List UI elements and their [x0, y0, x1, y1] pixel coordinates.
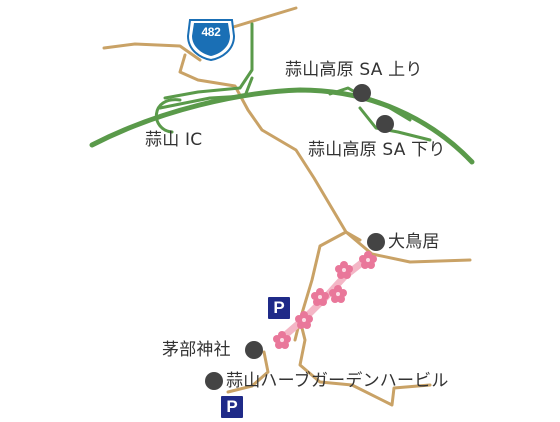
parking-icon: P	[268, 297, 290, 319]
sa-down-ramp	[358, 106, 432, 142]
label-sa-up: 蒜山高原 SA 上り	[285, 60, 423, 80]
poi-dot-icon	[353, 84, 371, 102]
label-ic: 蒜山 IC	[145, 130, 203, 150]
parking-icon: P	[221, 396, 243, 418]
road-to-torii-east	[344, 230, 472, 264]
ic-ramp-loop	[155, 98, 182, 134]
poi-dot-icon	[376, 115, 394, 133]
poi-dot-icon	[205, 372, 223, 390]
road-herb-access	[226, 350, 270, 394]
ic-ramp-link	[163, 22, 254, 100]
label-sa-down: 蒜山高原 SA 下り	[308, 140, 446, 160]
road-main-south	[178, 53, 362, 242]
road-top-east	[228, 6, 298, 30]
route-482-shield-icon	[186, 19, 236, 62]
label-herb-garden: 蒜山ハーブガーデンハービル	[226, 371, 449, 391]
sakura-icon	[359, 251, 377, 269]
sakura-icon	[335, 261, 353, 279]
local-roads	[102, 6, 472, 407]
sakura-icon	[311, 288, 329, 306]
route-482-label: 482	[201, 25, 221, 39]
expressway-main	[89, 87, 475, 165]
sakura-icon	[273, 331, 291, 349]
road-south-main	[298, 318, 432, 407]
sakura-icon	[329, 285, 347, 303]
sakura-icon	[295, 311, 313, 329]
sakura-flowers	[273, 251, 377, 349]
label-torii: 大鳥居	[388, 232, 440, 252]
poi-dot-icon	[367, 233, 385, 251]
label-shrine: 茅部神社	[162, 340, 231, 360]
road-top-west	[102, 42, 202, 62]
ic-ramp-link-2	[158, 76, 254, 110]
poi-dot-icon	[245, 341, 263, 359]
